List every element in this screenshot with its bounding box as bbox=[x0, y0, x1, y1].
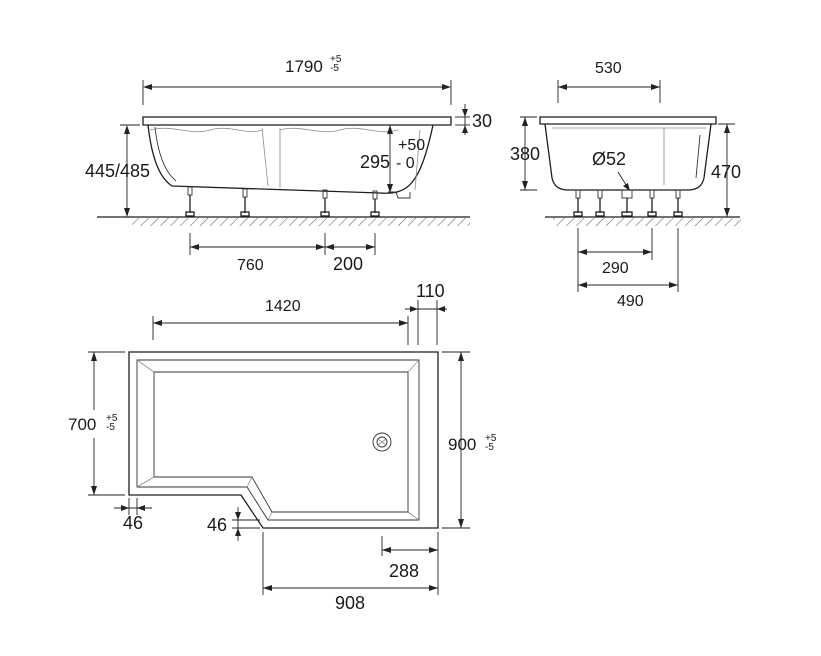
dim-side-height: 445/485 bbox=[85, 124, 150, 217]
dim-plan-rim-bottom: 46 bbox=[207, 507, 260, 541]
end-legs bbox=[573, 189, 683, 217]
plan-tub-outline bbox=[128, 351, 439, 529]
dim-plan-drain-offset: 288 bbox=[381, 532, 439, 595]
dim-side-length: 1790 +5 -5 bbox=[142, 54, 452, 105]
end-depth-label: 380 bbox=[510, 144, 540, 164]
side-length-tol-plus: +5 bbox=[330, 54, 342, 65]
plan-view: 1420 110 700 +5 -5 900 +5 -5 bbox=[68, 281, 497, 613]
plan-wide-width-tol-plus: +5 bbox=[485, 433, 497, 444]
leg bbox=[595, 189, 605, 217]
rim-thickness-label: 30 bbox=[472, 111, 492, 131]
dim-end-height: 470 bbox=[711, 123, 741, 217]
leg bbox=[647, 189, 657, 217]
side-length-label: 1790 bbox=[285, 57, 323, 76]
plan-length-label: 1420 bbox=[265, 298, 301, 315]
side-height-label: 445/485 bbox=[85, 161, 150, 181]
plan-rim-left-label: 46 bbox=[123, 513, 143, 533]
side-view: 1790 +5 -5 30 445/485 295 +50 bbox=[85, 54, 492, 274]
plan-rim-bottom-label: 46 bbox=[207, 515, 227, 535]
plan-offset-label: 110 bbox=[416, 281, 445, 301]
end-leg-span-outer-label: 490 bbox=[617, 293, 644, 310]
side-length-tol-minus: -5 bbox=[330, 63, 339, 74]
leg bbox=[573, 189, 583, 217]
dim-drain: Ø52 bbox=[592, 149, 630, 191]
end-height-label: 470 bbox=[711, 162, 741, 182]
dim-inner-depth: 295 +50 - 0 bbox=[360, 125, 425, 193]
inner-depth-tol-minus: - 0 bbox=[396, 155, 415, 172]
dim-end-leg-spans: 290 490 bbox=[577, 228, 679, 310]
plan-drain-offset-label: 288 bbox=[389, 561, 419, 581]
dim-plan-narrow-width: 700 +5 -5 bbox=[68, 351, 125, 496]
plan-wide-section-label: 908 bbox=[335, 593, 365, 613]
leg bbox=[240, 188, 250, 217]
dim-end-depth: 380 bbox=[510, 116, 540, 191]
end-view: 530 380 Ø52 470 bbox=[510, 60, 741, 310]
drain-leg bbox=[621, 189, 633, 217]
side-legs bbox=[185, 186, 380, 217]
leg bbox=[320, 189, 330, 217]
plan-narrow-width-tol-plus: +5 bbox=[106, 413, 118, 424]
end-tub-body bbox=[539, 116, 717, 191]
leg bbox=[370, 190, 380, 217]
drain-label: Ø52 bbox=[592, 149, 626, 169]
plan-wide-width-tol-minus: -5 bbox=[485, 442, 494, 453]
dim-leg-spans: 760 200 bbox=[189, 233, 376, 274]
side-floor bbox=[97, 216, 470, 226]
dim-plan-wide-width: 900 +5 -5 bbox=[442, 351, 497, 529]
leg-span-2-label: 200 bbox=[333, 254, 363, 274]
end-leg-span-inner-label: 290 bbox=[602, 260, 629, 277]
plan-narrow-width-label: 700 bbox=[68, 415, 96, 434]
end-width-label: 530 bbox=[595, 60, 622, 77]
inner-depth-tol-plus: +50 bbox=[398, 137, 425, 154]
dim-plan-length: 1420 110 bbox=[152, 281, 447, 345]
leg bbox=[673, 189, 683, 217]
inner-depth-label: 295 bbox=[360, 152, 390, 172]
dim-end-width: 530 bbox=[557, 60, 661, 103]
leg-span-1-label: 760 bbox=[237, 257, 264, 274]
plan-narrow-width-tol-minus: -5 bbox=[106, 422, 115, 433]
dim-plan-rim-left: 46 bbox=[114, 498, 152, 533]
side-tub-body bbox=[142, 116, 452, 199]
dim-plan-wide-section: 908 bbox=[262, 532, 438, 613]
end-floor bbox=[545, 216, 741, 226]
dim-rim-thickness: 30 bbox=[455, 104, 492, 135]
plan-wide-width-label: 900 bbox=[448, 435, 476, 454]
leg bbox=[185, 186, 195, 217]
plan-drain bbox=[372, 432, 392, 452]
